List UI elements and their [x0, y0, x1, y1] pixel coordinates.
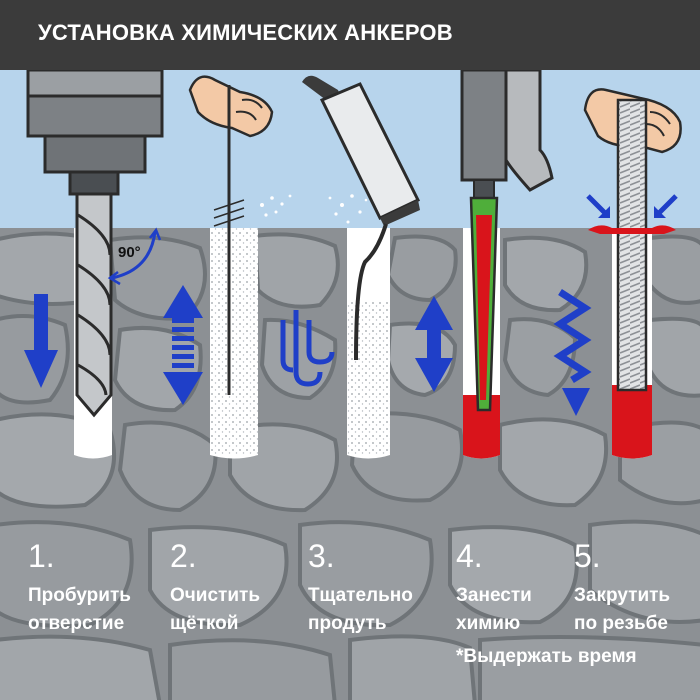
arrow-press-right: [654, 194, 678, 218]
step-label-line2: химию: [456, 613, 521, 634]
angle-arc-icon: [107, 227, 162, 286]
step-label-line2: продуть: [308, 613, 387, 634]
step-number: 5.: [574, 538, 601, 574]
step-label-line1: Занести: [456, 585, 532, 606]
arrow-zigzag-down: [553, 289, 592, 416]
cure-time-note: *Выдержать время: [456, 646, 637, 667]
step-3: 3. Тщательно продуть: [308, 538, 413, 638]
angle-label: 90°: [118, 244, 141, 261]
red-overflow: [588, 225, 676, 234]
arrow-press-left: [586, 194, 610, 218]
step-number: 3.: [308, 538, 335, 574]
drill-icon: [26, 68, 164, 418]
step-number: 1.: [28, 538, 55, 574]
step-label-line2: щёткой: [170, 613, 239, 634]
threaded-rod-icon: [616, 98, 648, 392]
dust-spray: [328, 194, 368, 224]
airflow-icon: [280, 310, 335, 387]
step-number: 2.: [170, 538, 197, 574]
hand-icon: [188, 75, 274, 138]
step-number: 4.: [456, 538, 483, 574]
dust-cloud: [260, 194, 292, 217]
arrow-down: [24, 294, 58, 388]
brush-icon: [213, 85, 245, 395]
step-label-line2: по резьбе: [574, 613, 668, 634]
step-5: 5. Закрутить по резьбе: [574, 538, 670, 638]
step-1: 1. Пробурить отверстие: [28, 538, 131, 638]
step-label-line2: отверстие: [28, 613, 125, 634]
step-label-line1: Пробурить: [28, 585, 131, 606]
page-title: УСТАНОВКА ХИМИЧЕСКИХ АНКЕРОВ: [38, 20, 453, 45]
blower-pump-icon: [302, 75, 421, 361]
header-bar: УСТАНОВКА ХИМИЧЕСКИХ АНКЕРОВ: [0, 0, 700, 70]
injection-gun-icon: [460, 68, 554, 412]
step-4: 4. Занести химию: [456, 538, 532, 638]
arrow-up-down: [163, 285, 203, 405]
step-label-line1: Закрутить: [574, 585, 671, 606]
step-2: 2. Очистить щёткой: [170, 538, 260, 638]
hole-2: [210, 228, 258, 459]
step-label-line1: Очистить: [170, 585, 261, 606]
arrow-up-down-4: [415, 296, 453, 392]
step-label-line1: Тщательно: [308, 585, 413, 606]
hole-3: [347, 228, 390, 459]
